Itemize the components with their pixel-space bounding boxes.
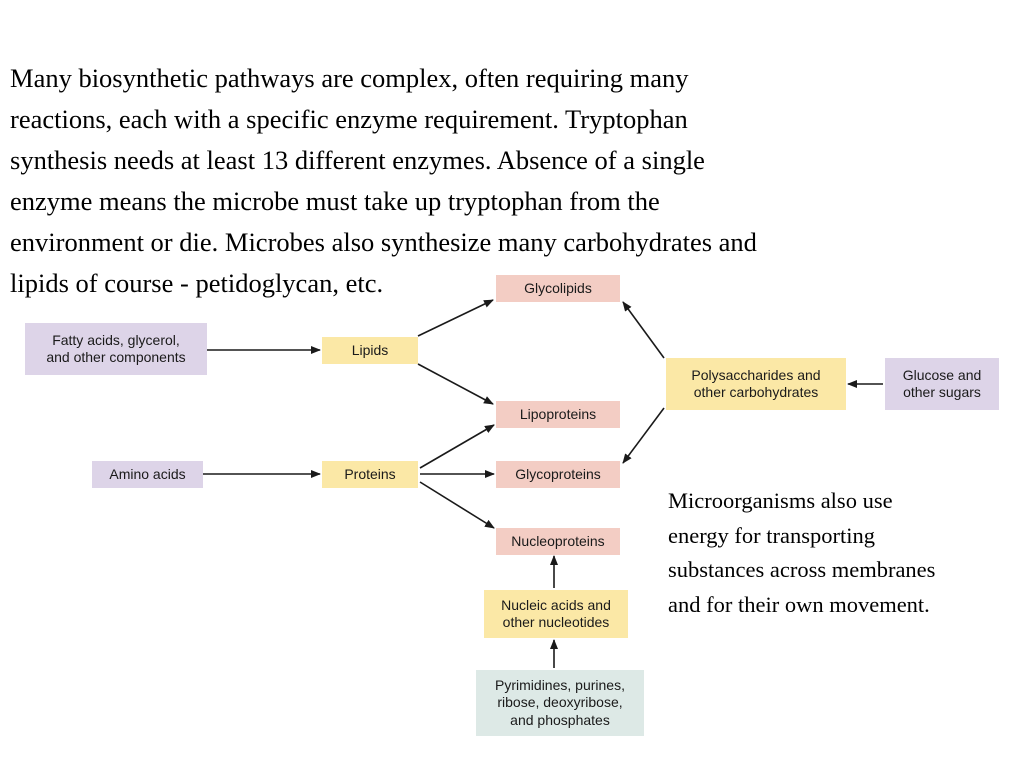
amino-acids-box: Amino acids (92, 461, 203, 488)
arrow-proteins-to-nucleoproteins (419, 481, 495, 529)
pyrimidines-box: Pyrimidines, purines, ribose, deoxyribos… (476, 670, 644, 736)
arrow-lipids-to-glycolipids (417, 299, 494, 337)
lipoproteins-box: Lipoproteins (496, 401, 620, 428)
arrow-proteins-to-lipoproteins (419, 424, 495, 469)
fatty-acids-box: Fatty acids, glycerol, and other compone… (25, 323, 207, 375)
proteins-box: Proteins (322, 461, 418, 488)
glycolipids-box: Glycolipids (496, 275, 620, 302)
arrow-polysaccharides-to-glycoproteins (622, 407, 665, 464)
arrow-polysaccharides-to-glycolipids (622, 301, 665, 359)
lipids-box: Lipids (322, 337, 418, 364)
arrow-lipids-to-lipoproteins (417, 363, 494, 405)
polysaccharides-box: Polysaccharides and other carbohydrates (666, 358, 846, 410)
glucose-box: Glucose and other sugars (885, 358, 999, 410)
glycoproteins-box: Glycoproteins (496, 461, 620, 488)
intro-paragraph: Many biosynthetic pathways are complex, … (10, 63, 757, 298)
nucleoproteins-box: Nucleoproteins (496, 528, 620, 555)
nucleic-acids-box: Nucleic acids and other nucleotides (484, 590, 628, 638)
side-note: Microorganisms also use energy for trans… (668, 488, 936, 617)
